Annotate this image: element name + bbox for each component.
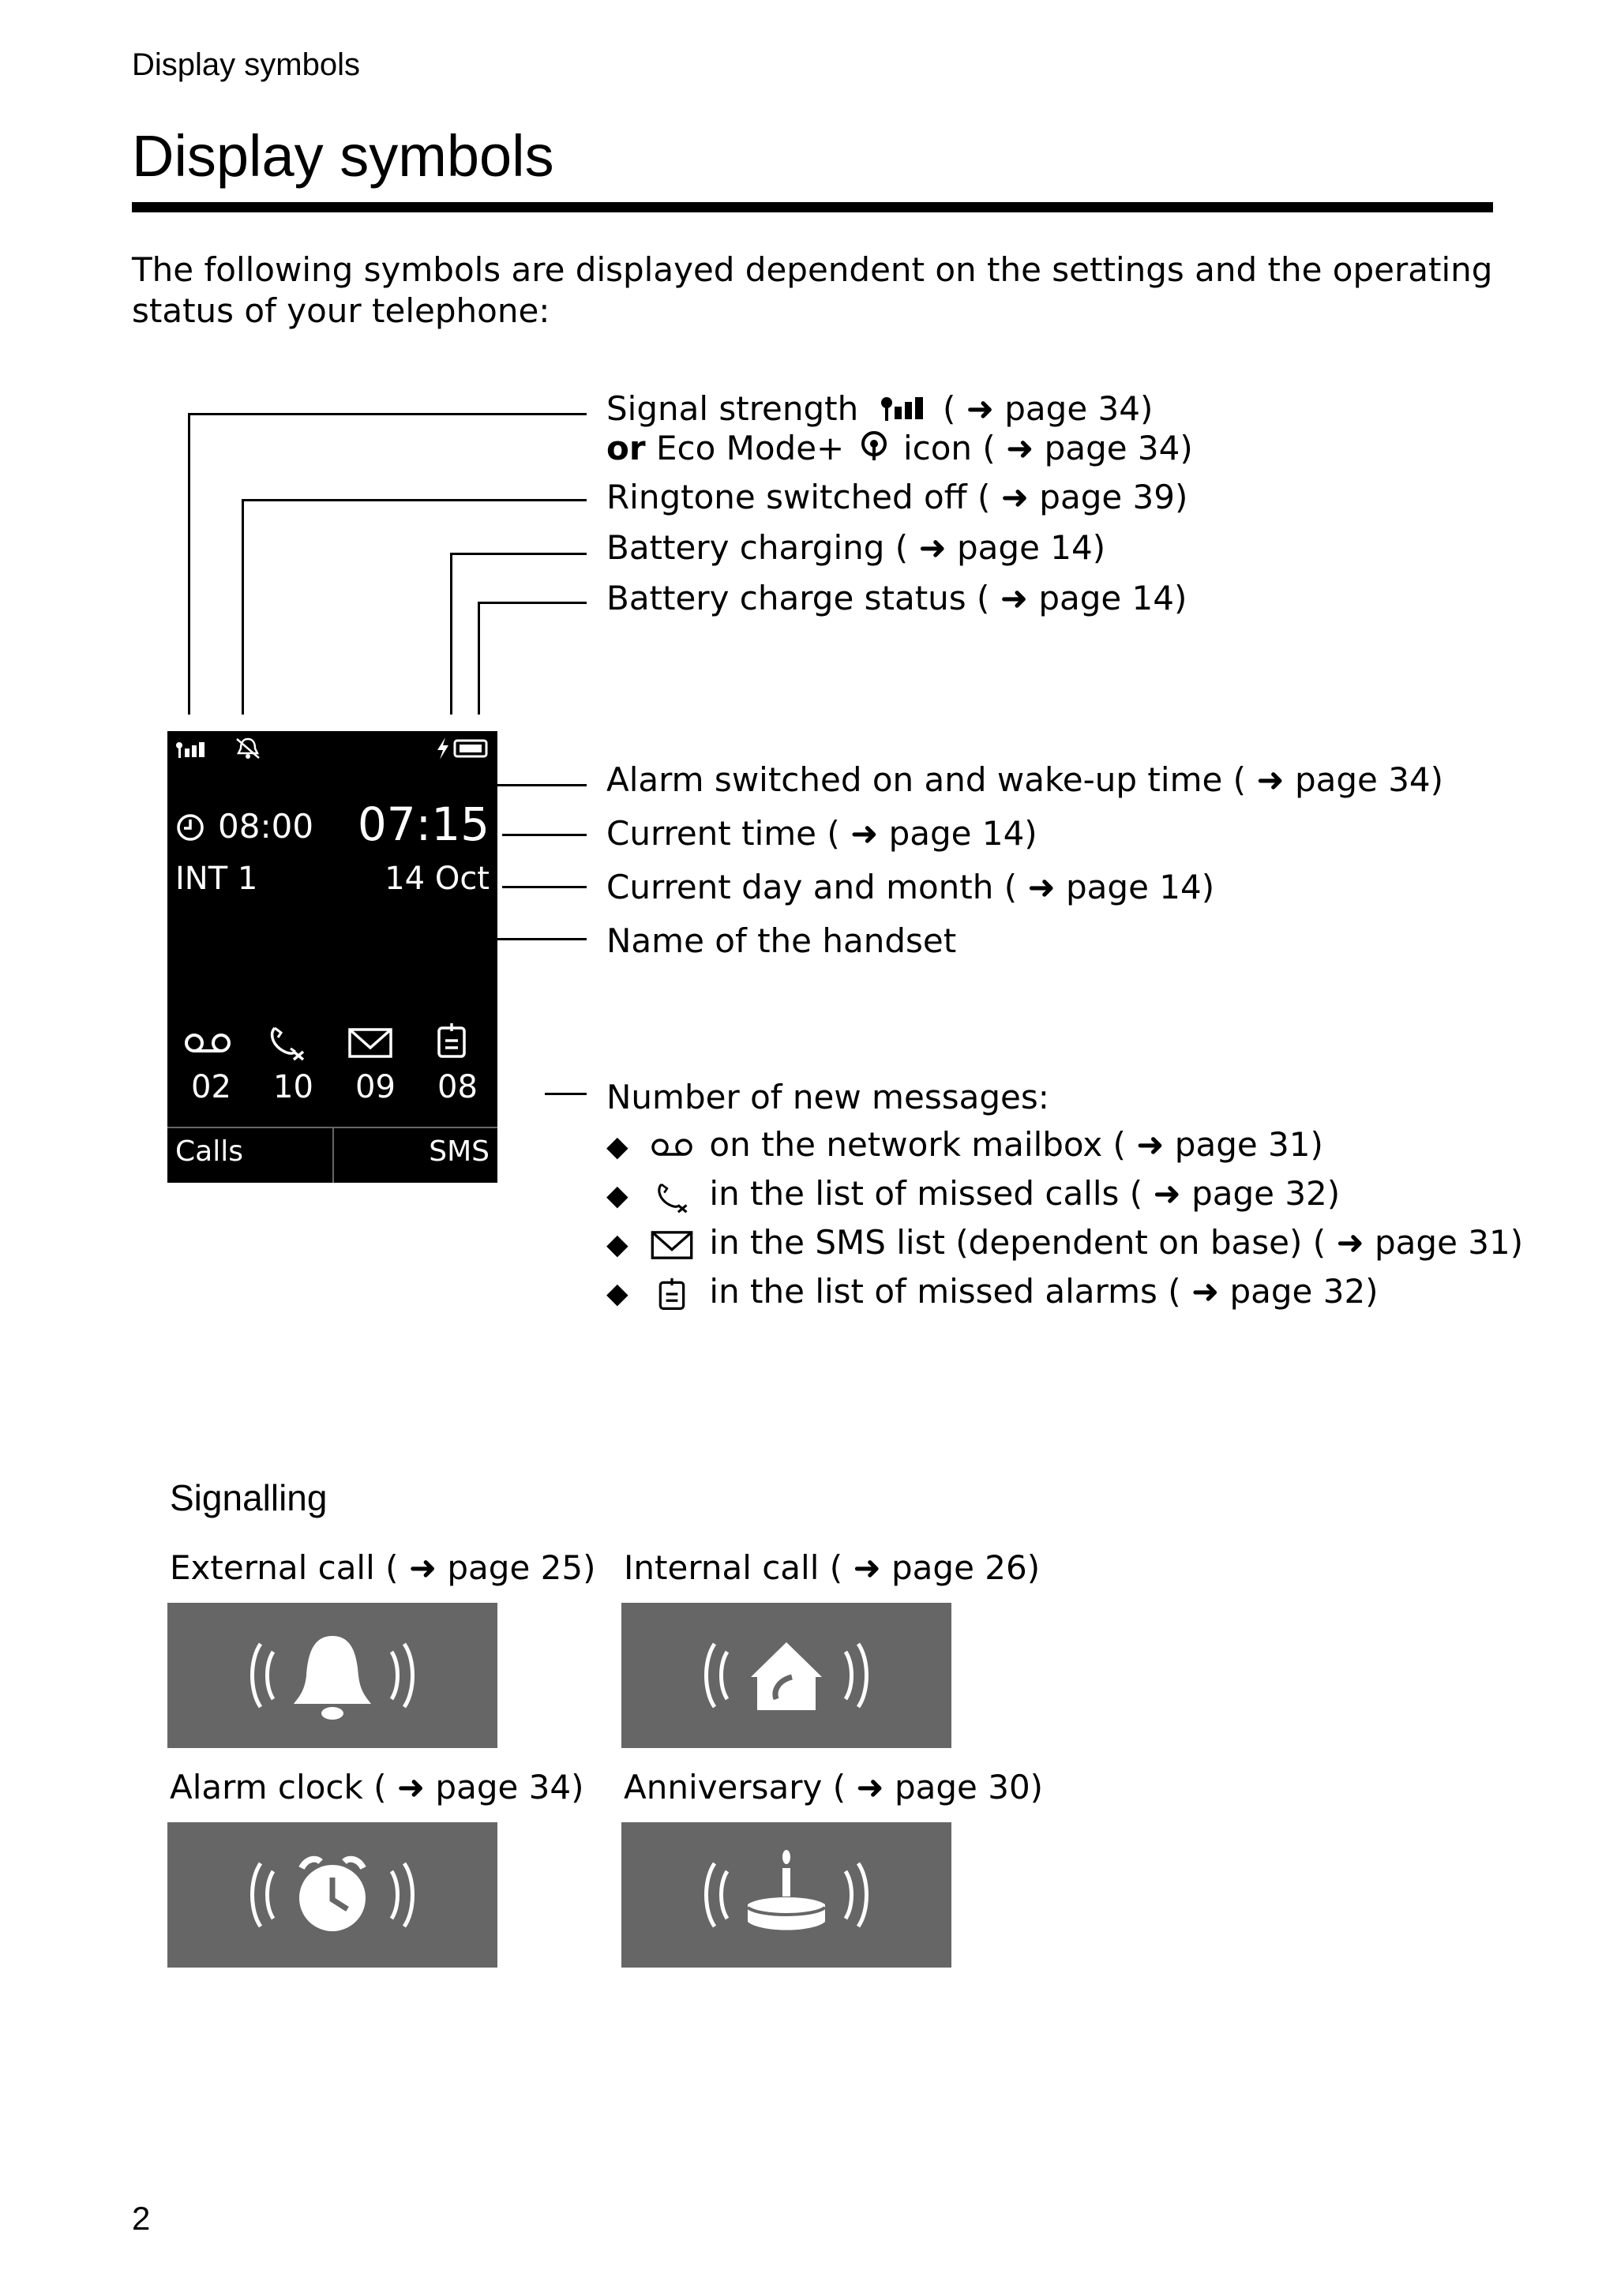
label-alarm-clock: Alarm clock ( ➜ page 34) bbox=[170, 1768, 584, 1806]
label-anniversary: Anniversary ( ➜ page 30) bbox=[624, 1768, 1044, 1806]
leader-charging-h bbox=[450, 553, 587, 555]
sms-count: 09 bbox=[355, 1069, 396, 1105]
missed-call-icon bbox=[270, 1026, 305, 1061]
msg-item-text: in the SMS list (dependent on base) ( ➜ … bbox=[709, 1223, 1524, 1262]
signal-strength-icon bbox=[880, 391, 928, 432]
internal-call-panel bbox=[621, 1603, 951, 1748]
leader-handset-h bbox=[209, 938, 587, 940]
eco-text: Eco Mode+ bbox=[655, 429, 845, 467]
list-item: ◆ in the list of missed calls ( ➜ page 3… bbox=[606, 1173, 1340, 1217]
voicemail-icon bbox=[185, 1034, 231, 1052]
envelope-icon bbox=[348, 1028, 392, 1058]
label-current-time: Current time ( ➜ page 14) bbox=[606, 814, 1037, 853]
signal-ref: ( ➜ page 34) bbox=[942, 389, 1154, 428]
list-item: ◆ in the list of missed alarms ( ➜ page … bbox=[606, 1271, 1379, 1315]
missed-alarm-icon bbox=[437, 1023, 466, 1058]
label-new-messages: Number of new messages: bbox=[606, 1078, 1049, 1116]
diamond-bullet-icon: ◆ bbox=[606, 1277, 628, 1310]
ringing-house-icon bbox=[704, 1642, 869, 1710]
eco-mode-icon bbox=[858, 430, 890, 471]
softkey-sms[interactable]: SMS bbox=[429, 1135, 490, 1168]
page-title: Display symbols bbox=[132, 123, 554, 189]
leader-handset-v bbox=[209, 910, 212, 940]
label-battery-status: Battery charge status ( ➜ page 14) bbox=[606, 579, 1187, 617]
missed-alarm-icon bbox=[658, 1277, 685, 1310]
leader-battery-h bbox=[478, 602, 587, 604]
leader-ringtone-h bbox=[242, 499, 587, 501]
screen-handset-name: INT 1 bbox=[175, 861, 258, 897]
signal-prefix: Signal strength bbox=[606, 389, 859, 428]
alarm-clock-icon bbox=[177, 814, 204, 841]
leader-battery-v bbox=[478, 602, 480, 715]
leader-messages-h bbox=[545, 1093, 587, 1095]
label-signal: Signal strength ( ➜ page 34) bbox=[606, 388, 1153, 432]
anniversary-panel bbox=[621, 1822, 951, 1968]
ringtone-off-icon bbox=[236, 737, 260, 759]
voicemail-icon bbox=[651, 1138, 692, 1156]
screen-time: 07:15 bbox=[357, 797, 490, 851]
label-handset-name: Name of the handset bbox=[606, 921, 957, 960]
signal-strength-icon bbox=[176, 742, 204, 758]
softkey-divider bbox=[332, 1127, 334, 1183]
charging-bolt-icon bbox=[437, 737, 448, 760]
battery-icon bbox=[453, 739, 488, 758]
label-alarm: Alarm switched on and wake-up time ( ➜ p… bbox=[606, 760, 1444, 799]
ringing-cake-icon bbox=[704, 1850, 869, 1930]
leader-alarm-h bbox=[207, 784, 587, 786]
missed-alarm-count: 08 bbox=[437, 1069, 478, 1105]
leader-date-h bbox=[502, 886, 587, 888]
eco-ref: icon ( ➜ page 34) bbox=[902, 429, 1193, 467]
leader-ringtone-v bbox=[242, 499, 244, 715]
missed-call-icon bbox=[658, 1183, 688, 1213]
signalling-heading: Signalling bbox=[170, 1477, 328, 1518]
label-external-call: External call ( ➜ page 25) bbox=[170, 1548, 596, 1587]
msg-item-text: in the list of missed alarms ( ➜ page 32… bbox=[709, 1272, 1379, 1311]
label-eco: or Eco Mode+ icon ( ➜ page 34) bbox=[606, 428, 1193, 471]
leader-signal-h bbox=[188, 413, 587, 415]
envelope-icon bbox=[651, 1230, 693, 1259]
leader-signal-v bbox=[188, 413, 190, 715]
leader-alarm-v bbox=[207, 784, 209, 808]
screen-date: 14 Oct bbox=[385, 861, 490, 897]
alarm-clock-panel bbox=[167, 1822, 497, 1968]
title-rule bbox=[132, 202, 1493, 212]
running-header: Display symbols bbox=[132, 47, 360, 82]
external-call-panel bbox=[167, 1603, 497, 1748]
msg-item-text: on the network mailbox ( ➜ page 31) bbox=[709, 1125, 1323, 1164]
ringing-bell-icon bbox=[250, 1636, 415, 1720]
ringing-alarm-clock-icon bbox=[250, 1855, 415, 1931]
msg-item-text: in the list of missed calls ( ➜ page 32) bbox=[709, 1174, 1341, 1213]
diamond-bullet-icon: ◆ bbox=[606, 1131, 628, 1163]
label-battery-charging: Battery charging ( ➜ page 14) bbox=[606, 528, 1106, 567]
list-item: ◆ in the SMS list (dependent on base) ( … bbox=[606, 1222, 1523, 1266]
leader-charging-v bbox=[450, 553, 452, 715]
label-ringtone: Ringtone switched off ( ➜ page 39) bbox=[606, 478, 1188, 516]
handset-display: 08:00 07:15 INT 1 14 Oct 02 10 09 08 Cal… bbox=[167, 731, 497, 1183]
voicemail-count: 02 bbox=[191, 1069, 231, 1105]
label-current-date: Current day and month ( ➜ page 14) bbox=[606, 868, 1215, 906]
diamond-bullet-icon: ◆ bbox=[606, 1180, 628, 1212]
softkey-calls[interactable]: Calls bbox=[175, 1135, 243, 1168]
missed-call-count: 10 bbox=[273, 1069, 313, 1105]
label-internal-call: Internal call ( ➜ page 26) bbox=[624, 1548, 1041, 1587]
leader-time-h bbox=[502, 834, 587, 836]
intro-paragraph: The following symbols are displayed depe… bbox=[132, 250, 1493, 330]
list-item: ◆ on the network mailbox ( ➜ page 31) bbox=[606, 1124, 1323, 1168]
page-number: 2 bbox=[132, 2200, 151, 2237]
diamond-bullet-icon: ◆ bbox=[606, 1229, 628, 1261]
eco-or: or bbox=[606, 429, 646, 467]
screen-alarm-time: 08:00 bbox=[218, 807, 314, 846]
